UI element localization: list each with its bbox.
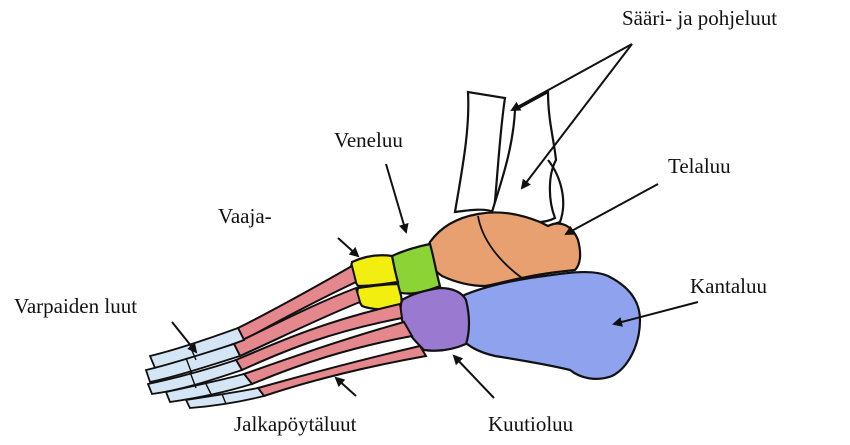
arrow-icon bbox=[512, 44, 632, 110]
arrow-icon bbox=[336, 378, 356, 396]
label-telaluu: Telaluu bbox=[668, 156, 731, 177]
label-varpaiden-luut: Varpaiden luut bbox=[14, 296, 137, 317]
arrow-icon bbox=[386, 164, 406, 232]
cuneiform-bone-upper bbox=[351, 255, 398, 286]
label-kuutioluu: Kuutioluu bbox=[488, 414, 573, 435]
label-jalkapoytaluut: Jalkapöytäluut bbox=[234, 414, 356, 435]
calcaneus-bone bbox=[457, 272, 640, 379]
label-kantaluu: Kantaluu bbox=[690, 276, 767, 297]
cuboid-bone bbox=[401, 288, 470, 351]
label-sari-ja-pohjeluut: Sääri- ja pohjeluut bbox=[622, 8, 777, 29]
tibia-fibula-bones bbox=[455, 92, 563, 226]
arrow-icon bbox=[454, 356, 494, 398]
arrow-icon bbox=[566, 184, 658, 234]
label-vaaja: Vaaja- bbox=[218, 206, 272, 227]
arrow-icon bbox=[338, 238, 358, 256]
label-veneluu: Veneluu bbox=[334, 130, 403, 151]
